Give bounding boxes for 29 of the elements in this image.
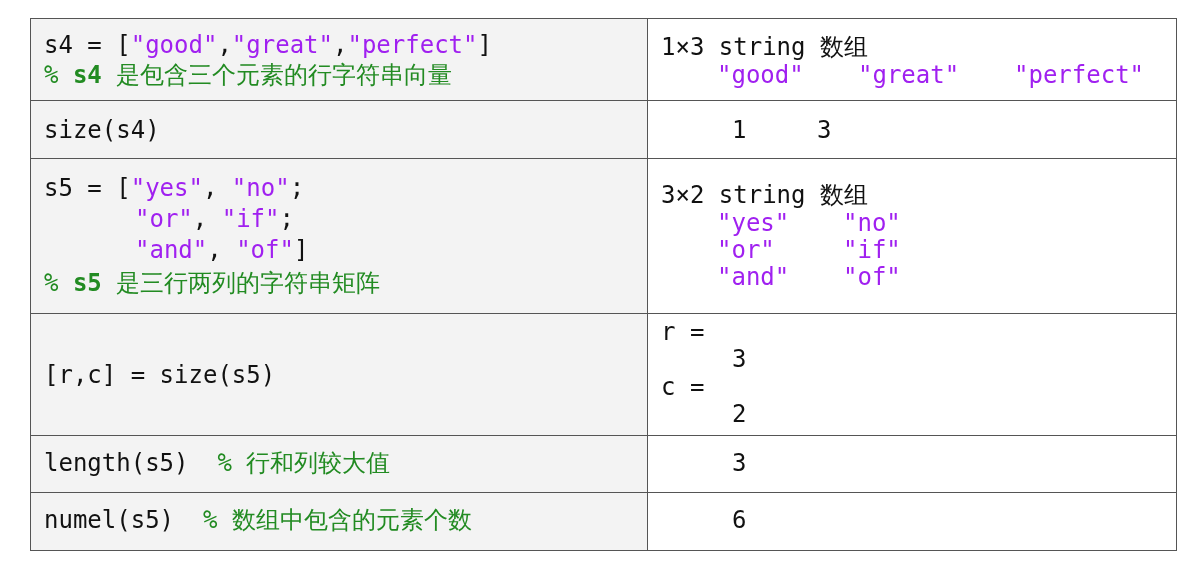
output-text: "no" <box>843 209 901 237</box>
code-line: s4 = ["good","great","perfect"] <box>44 31 492 59</box>
output-text: "perfect" <box>1014 61 1145 89</box>
output-text: "of" <box>843 263 901 291</box>
output-text: c = <box>661 373 705 401</box>
code-line: "and", "of"] <box>135 236 309 264</box>
output-text: "or" <box>717 236 775 264</box>
code-line: numel(s5) % 数组中包含的元素个数 <box>44 506 472 534</box>
output-text: 3 <box>732 345 747 373</box>
code-line: s5 = ["yes", "no"; <box>44 174 305 202</box>
code-line: "or", "if"; <box>135 205 294 233</box>
code-line: % s4 是包含三个元素的行字符串向量 <box>44 61 453 89</box>
output-text: r = <box>661 318 705 346</box>
output-text: 1×3 string 数组 <box>661 33 868 61</box>
output-text: 3 <box>817 116 832 144</box>
code-line: % s5 是三行两列的字符串矩阵 <box>44 269 381 297</box>
output-text: 2 <box>732 400 747 428</box>
code-line: [r,c] = size(s5) <box>44 361 276 389</box>
output-text: 3 <box>732 449 747 477</box>
code-line: size(s4) <box>44 116 160 144</box>
output-text: "if" <box>843 236 901 264</box>
output-text: "yes" <box>717 209 790 237</box>
output-text: "and" <box>717 263 790 291</box>
output-text: 3×2 string 数组 <box>661 181 868 209</box>
output-text: 6 <box>732 506 747 534</box>
code-line: length(s5) % 行和列较大值 <box>44 449 391 477</box>
output-text: 1 <box>732 116 747 144</box>
output-text: "great" <box>858 61 960 89</box>
output-text: "good" <box>717 61 804 89</box>
